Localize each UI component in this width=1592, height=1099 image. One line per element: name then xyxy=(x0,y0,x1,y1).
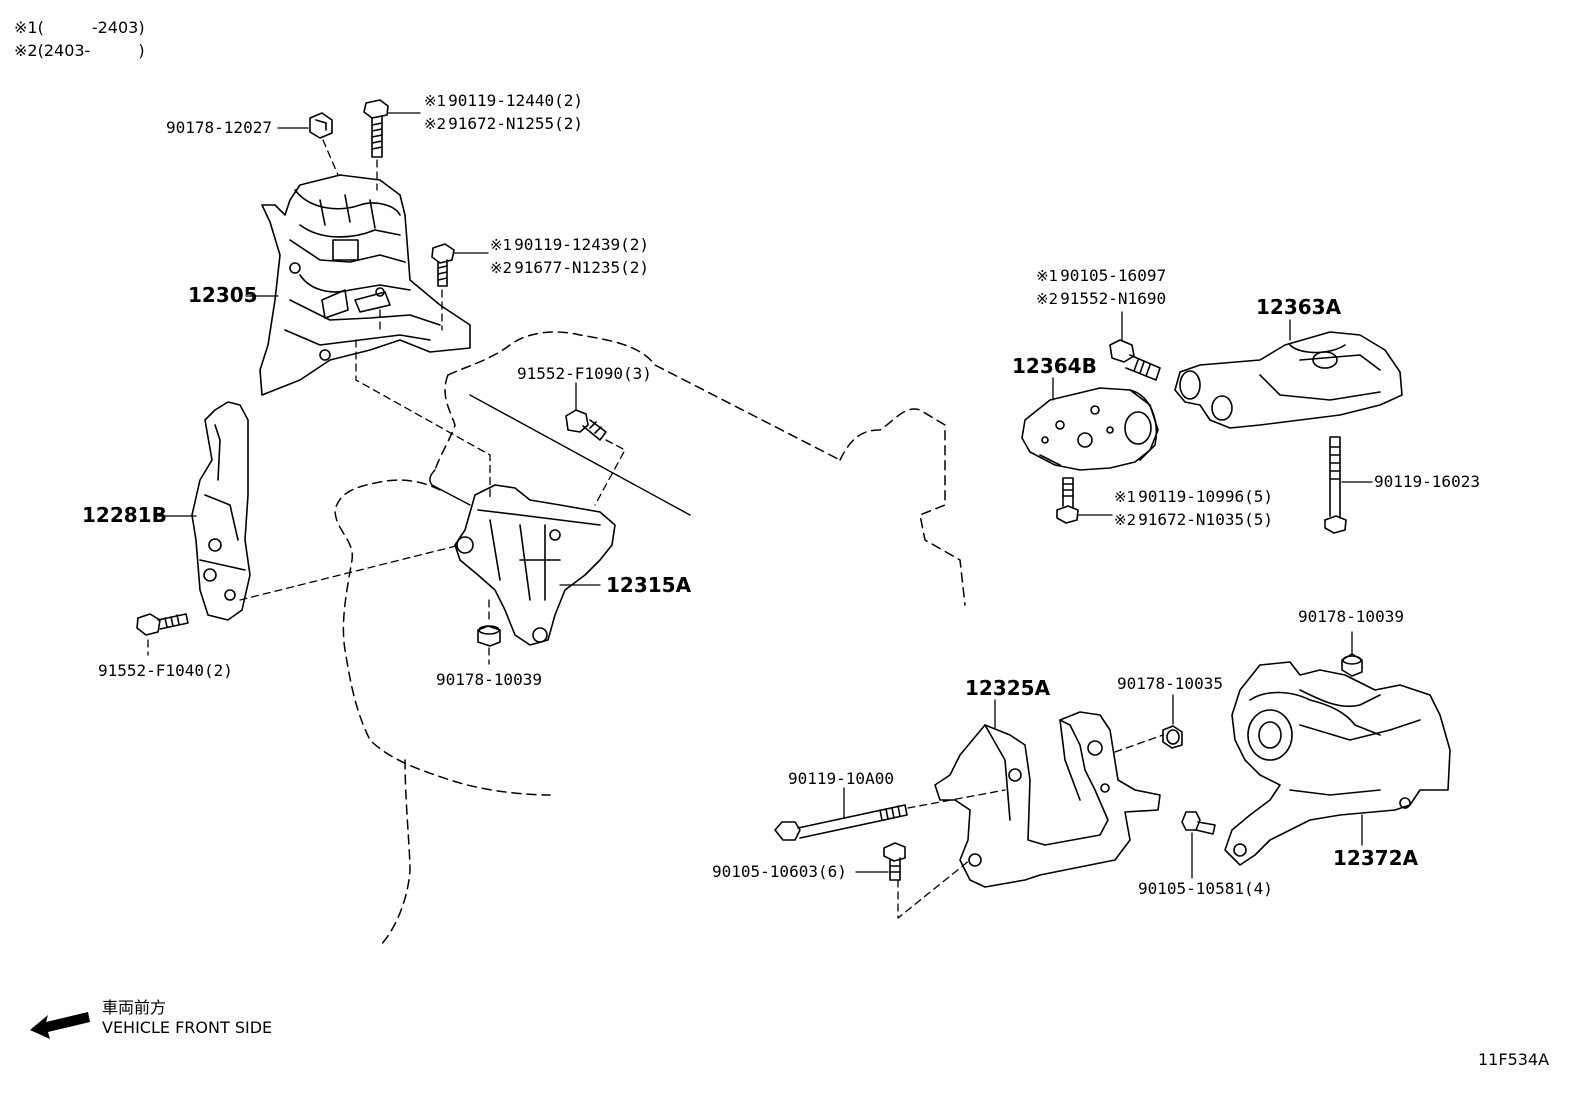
label-90105-10603: 90105-10603(6) xyxy=(712,862,847,881)
mark: ※2 xyxy=(1036,290,1059,308)
bolt-90119-16023 xyxy=(1324,436,1347,534)
bracket-12364B xyxy=(1021,387,1159,471)
dashed-12325A xyxy=(897,734,1164,919)
bolt-91552-F1040 xyxy=(136,613,189,636)
bolt-90119-10996 xyxy=(1056,477,1079,524)
label-91552-F1040: 91552-F1040(2) xyxy=(98,661,233,680)
label-90119-16023: 90119-16023 xyxy=(1374,472,1480,491)
nut-90178-10035 xyxy=(1162,725,1183,749)
arrow-left-icon xyxy=(30,1012,90,1039)
mark: ※2 xyxy=(490,259,513,277)
label-90119-10A00: 90119-10A00 xyxy=(788,769,894,788)
label-12372A: 12372A xyxy=(1333,846,1419,870)
label-12281B: 12281B xyxy=(82,503,167,527)
direction-en: VEHICLE FRONT SIDE xyxy=(102,1018,273,1037)
dashed-12281B xyxy=(147,544,461,656)
note-2-mark: ※2 xyxy=(14,41,38,60)
label-90178-10039-b: 90178-10039 xyxy=(1298,607,1404,626)
figure-code: 11F534A xyxy=(1478,1050,1550,1069)
part-number: 90105-16097 xyxy=(1060,266,1167,285)
bolt-90105-10603 xyxy=(883,842,906,881)
direction-jp: 車両前方 xyxy=(102,998,167,1017)
mark: ※1 xyxy=(1114,488,1137,506)
bolt-90119-10A00 xyxy=(774,804,908,841)
engine-mount-12305 xyxy=(259,174,471,396)
nut-90178-10039-b xyxy=(1341,653,1363,677)
label-90178-10035: 90178-10035 xyxy=(1117,674,1223,693)
note-1-text: ( -2403) xyxy=(37,18,145,37)
part-number: 91672-N1035(5) xyxy=(1138,510,1273,529)
engine-body-lines xyxy=(429,394,691,516)
rod-12363A xyxy=(1174,331,1403,429)
label-12363A: 12363A xyxy=(1256,295,1342,319)
note-2: ※2(2403- ) xyxy=(14,43,145,59)
nut-90178-10039-a xyxy=(477,625,501,647)
note-1-mark: ※1 xyxy=(14,18,38,37)
part-number: 91672-N1255(2) xyxy=(448,114,583,133)
label-12325A: 12325A xyxy=(965,676,1051,700)
label-12315A: 12315A xyxy=(606,573,692,597)
bolt-side-mount xyxy=(431,243,455,287)
part-number: 91677-N1235(2) xyxy=(514,258,649,277)
mark: ※1 xyxy=(1036,267,1059,285)
bolt-91552-F1090 xyxy=(565,409,607,441)
part-number: 91552-N1690 xyxy=(1060,289,1167,308)
mount-12372A xyxy=(1224,661,1451,866)
label-90178-12027: 90178-12027 xyxy=(166,118,272,137)
note-1: ※1( -2403) xyxy=(14,20,145,36)
bracket-12281B xyxy=(191,401,251,621)
bracket-12315A xyxy=(454,484,616,646)
mark: ※2 xyxy=(424,115,447,133)
bolt-90105-16097 xyxy=(1109,339,1161,381)
dashed-top xyxy=(322,139,491,501)
part-number: 90119-12439(2) xyxy=(514,235,649,254)
part-number: 90119-12440(2) xyxy=(448,91,583,110)
label-91552-F1090: 91552-F1090(3) xyxy=(517,364,652,383)
engine-outline xyxy=(334,331,966,947)
leaders-top xyxy=(245,112,489,297)
part-number: 90119-10996(5) xyxy=(1138,487,1273,506)
label-12364B: 12364B xyxy=(1012,354,1097,378)
mark: ※2 xyxy=(1114,511,1137,529)
bracket-12325A xyxy=(934,711,1161,888)
label-12305: 12305 xyxy=(188,283,258,307)
mark: ※1 xyxy=(490,236,513,254)
label-90178-10039-a: 90178-10039 xyxy=(436,670,542,689)
bolt-90105-10581 xyxy=(1181,811,1216,835)
label-90105-10581: 90105-10581(4) xyxy=(1138,879,1273,898)
nut-90178-12027 xyxy=(309,112,333,139)
note-2-text: (2403- ) xyxy=(37,41,145,60)
bolt-top-mount xyxy=(363,99,389,158)
mark: ※1 xyxy=(424,92,447,110)
dashed-91552-F1090 xyxy=(594,439,626,506)
